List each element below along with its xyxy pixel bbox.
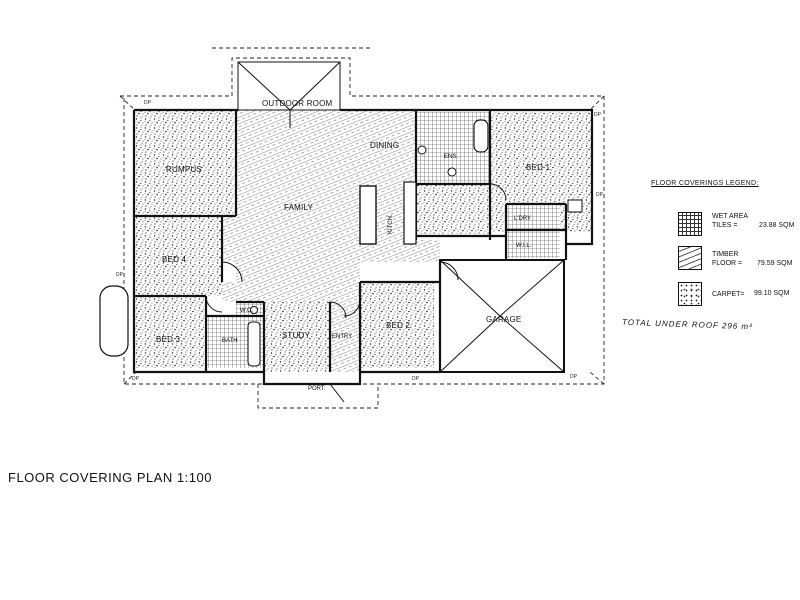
bed3-carpet xyxy=(134,296,204,368)
legend-swatch-tiles xyxy=(678,212,702,236)
room-label-study: STUDY xyxy=(282,331,311,340)
svg-text:DP: DP xyxy=(412,376,420,382)
room-label-bath: BATH xyxy=(222,338,238,344)
legend-label-timber: TIMBER FLOOR = xyxy=(712,251,743,267)
legend-label-carpet: CARPET= xyxy=(712,291,745,298)
legend-label-tiles: WET AREA TILES = xyxy=(712,213,749,229)
room-label-kitch: KITCH. xyxy=(388,214,394,234)
wc-toilet xyxy=(250,306,258,314)
svg-text:DP: DP xyxy=(144,100,152,106)
legend-swatch-carpet xyxy=(678,282,702,306)
kitchen-island xyxy=(359,185,377,245)
legend-value-tiles: 23.88 SQM xyxy=(759,222,795,229)
family-dining-timber xyxy=(222,110,440,296)
room-label-bed4: BED 4 xyxy=(162,255,186,264)
rumpus-carpet xyxy=(134,110,236,216)
outdoor-tub xyxy=(99,285,129,357)
room-label-wil: W.I.L. xyxy=(516,243,532,249)
toilet xyxy=(417,145,427,155)
ens-carpet xyxy=(416,184,490,234)
downpipe-markers: DP DP DP DP DP DP DP xyxy=(116,100,604,382)
svg-text:DP: DP xyxy=(596,192,604,198)
study-carpet xyxy=(264,302,330,372)
fixtures xyxy=(99,119,583,367)
legend-swatch-timber xyxy=(678,246,702,270)
room-label-family: FAMILY xyxy=(284,203,314,212)
room-label-outdoor: OUTDOOR ROOM xyxy=(262,99,333,108)
ldry-tiles xyxy=(506,204,560,230)
room-label-bed1: BED 1 xyxy=(526,163,550,172)
room-label-bed3: BED 3 xyxy=(156,335,180,344)
garage-area xyxy=(439,259,565,373)
bed2-carpet xyxy=(360,282,434,368)
room-label-port: PORT. xyxy=(308,386,326,392)
room-label-bed2: BED 2 xyxy=(386,321,410,330)
legend-title: FLOOR COVERINGS LEGEND: xyxy=(651,180,759,187)
ensuite-bath xyxy=(473,119,489,153)
timber-areas xyxy=(222,62,440,372)
room-label-entry: ENTRY xyxy=(332,334,352,340)
room-label-rumpus: RUMPUS xyxy=(166,165,202,174)
door-swings xyxy=(205,183,507,403)
svg-text:DP: DP xyxy=(132,376,140,382)
legend-value-timber: 79.59 SQM xyxy=(757,260,793,267)
roof-outline xyxy=(119,47,605,409)
bath-tub xyxy=(247,321,261,367)
hall-timber xyxy=(222,282,360,302)
bed4-carpet xyxy=(134,216,222,296)
room-labels: OUTDOOR ROOM RUMPUS DINING ENS. BED 1 FA… xyxy=(156,99,550,392)
wil-tiles xyxy=(506,230,560,258)
room-label-ens: ENS. xyxy=(444,154,458,160)
toilet xyxy=(447,167,457,177)
svg-text:DP: DP xyxy=(594,112,602,118)
room-label-wc: W.C. xyxy=(240,308,253,314)
legend-value-carpet: 99.10 SQM xyxy=(754,290,790,297)
page-title: FLOOR COVERING PLAN 1:100 xyxy=(8,470,212,485)
svg-text:DP: DP xyxy=(116,272,124,278)
room-label-dining: DINING xyxy=(370,141,399,150)
svg-text:DP: DP xyxy=(570,374,578,380)
room-label-ldry: L'DRY xyxy=(514,216,531,222)
laundry-tub xyxy=(567,199,583,213)
kitchen-bench xyxy=(403,181,417,245)
entry-timber xyxy=(330,296,360,372)
outdoor-timber xyxy=(238,62,340,110)
room-label-garage: GARAGE xyxy=(486,315,521,324)
